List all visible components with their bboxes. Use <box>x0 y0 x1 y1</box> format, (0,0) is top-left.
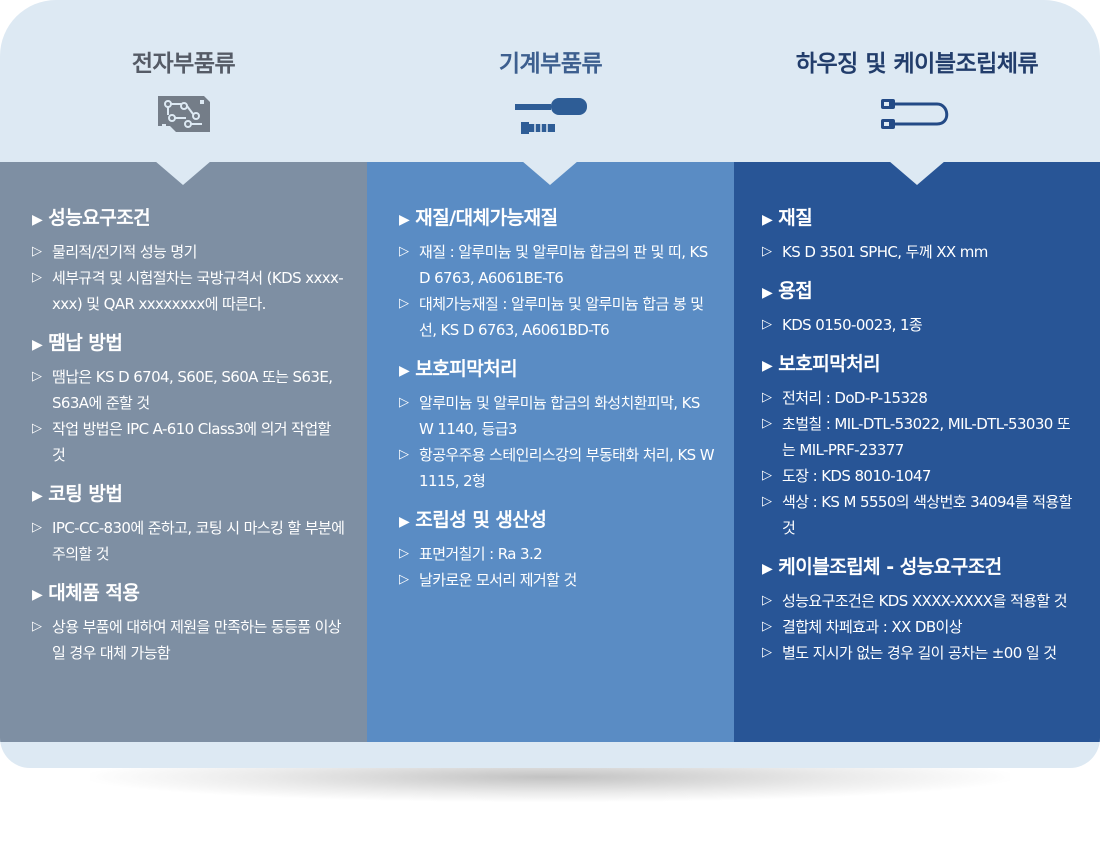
section-heading: 용접 <box>778 280 813 302</box>
list-item: ▷초벌칠 : MIL-DTL-53022, MIL-DTL-53030 또는 M… <box>762 411 1080 463</box>
arrow-bullet-icon: ▷ <box>762 619 772 634</box>
list-item: ▷땜납은 KS D 6704, S60E, S60A 또는 S63E, S63A… <box>32 364 347 416</box>
arrow-bullet-icon: ▷ <box>399 244 409 259</box>
arrow-bullet-icon: ▷ <box>399 296 409 311</box>
arrow-bullet-icon: ▷ <box>32 244 42 259</box>
arrow-bullet-icon: ▷ <box>32 520 42 535</box>
column-electronic: ▶ 성능요구조건 ▷물리적/전기적 성능 명기 ▷세부규격 및 시험절차는 국방규… <box>0 162 367 742</box>
triangle-bullet-icon: ▶ <box>32 212 43 228</box>
section-material: ▶ 재질 ▷KS D 3501 SPHC, 두께 XX mm <box>762 206 1080 265</box>
arrow-bullet-icon: ▷ <box>32 421 42 436</box>
arrow-bullet-icon: ▷ <box>762 645 772 660</box>
section-heading: 재질 <box>778 207 813 229</box>
header-title: 하우징 및 케이블조립체류 <box>795 51 1039 77</box>
list-item: ▷작업 방법은 IPC A-610 Class3에 의거 작업할 것 <box>32 416 347 468</box>
list-item: ▷KDS 0150-0023, 1종 <box>762 312 1080 338</box>
header-title: 전자부품류 <box>131 51 236 77</box>
section-heading: 보호피막처리 <box>415 358 518 380</box>
circuit-board-icon <box>156 94 212 140</box>
arrow-bullet-icon: ▷ <box>399 546 409 561</box>
section-soldering: ▶ 땜납 방법 ▷땜납은 KS D 6704, S60E, S60A 또는 S63… <box>32 331 347 468</box>
section-material: ▶ 재질/대체가능재질 ▷재질 : 알루미늄 및 알루미늄 합금의 판 및 띠, … <box>399 206 714 343</box>
arrow-bullet-icon: ▷ <box>762 244 772 259</box>
cable-icon <box>877 94 957 138</box>
list-item: ▷알루미늄 및 알루미늄 합금의 화성치환피막, KS W 1140, 등급3 <box>399 390 714 442</box>
list-item: ▷대체가능재질 : 알루미늄 및 알루미늄 합금 봉 및 선, KS D 676… <box>399 291 714 343</box>
triangle-bullet-icon: ▶ <box>762 358 773 374</box>
list-item: ▷전처리 : DoD-P-15328 <box>762 385 1080 411</box>
arrow-bullet-icon: ▷ <box>399 447 409 462</box>
spec-card: 전자부품류 기계부품류 <box>0 0 1100 768</box>
list-item: ▷KS D 3501 SPHC, 두께 XX mm <box>762 239 1080 265</box>
arrow-bullet-icon: ▷ <box>762 390 772 405</box>
list-item: ▷도장 : KDS 8010-1047 <box>762 463 1080 489</box>
section-assembly: ▶ 조립성 및 생산성 ▷표면거칠기 : Ra 3.2 ▷날카로운 모서리 제거할… <box>399 508 714 593</box>
arrow-bullet-icon: ▷ <box>32 270 42 285</box>
triangle-bullet-icon: ▶ <box>762 285 773 301</box>
section-heading: 코팅 방법 <box>48 483 123 505</box>
screwdriver-bolt-icon <box>513 94 589 142</box>
list-item: ▷세부규격 및 시험절차는 국방규격서 (KDS xxxx-xxx) 및 QAR… <box>32 265 347 317</box>
section-substitute: ▶ 대체품 적용 ▷상용 부품에 대하여 제원을 만족하는 동등품 이상일 경우 … <box>32 581 347 666</box>
column-housing-cable: ▶ 재질 ▷KS D 3501 SPHC, 두께 XX mm ▶ 용접 ▷KDS 0… <box>734 162 1100 742</box>
arrow-bullet-icon: ▷ <box>399 395 409 410</box>
list-item: ▷재질 : 알루미늄 및 알루미늄 합금의 판 및 띠, KS D 6763, … <box>399 239 714 291</box>
section-heading: 재질/대체가능재질 <box>415 207 558 229</box>
arrow-bullet-icon: ▷ <box>399 572 409 587</box>
triangle-bullet-icon: ▶ <box>32 488 43 504</box>
triangle-bullet-icon: ▶ <box>32 587 43 603</box>
section-protective-coating: ▶ 보호피막처리 ▷알루미늄 및 알루미늄 합금의 화성치환피막, KS W 11… <box>399 357 715 494</box>
list-item: ▷결합체 차페효과 : XX DB이상 <box>762 614 1080 640</box>
section-welding: ▶ 용접 ▷KDS 0150-0023, 1종 <box>762 279 1080 338</box>
arrow-bullet-icon: ▷ <box>762 593 772 608</box>
header-housing-cable: 하우징 및 케이블조립체류 <box>734 0 1100 162</box>
list-item: ▷날카로운 모서리 제거할 것 <box>399 567 714 593</box>
section-heading: 성능요구조건 <box>48 207 151 229</box>
arrow-bullet-icon: ▷ <box>762 494 772 509</box>
triangle-bullet-icon: ▶ <box>399 514 410 530</box>
list-item: ▷IPC-CC-830에 준하고, 코팅 시 마스킹 할 부분에 주의할 것 <box>32 515 347 567</box>
arrow-bullet-icon: ▷ <box>32 619 42 634</box>
header-pointer <box>889 161 945 185</box>
header-title: 기계부품류 <box>498 51 603 77</box>
arrow-bullet-icon: ▷ <box>762 416 772 431</box>
list-item: ▷표면거칠기 : Ra 3.2 <box>399 541 714 567</box>
section-heading: 땜납 방법 <box>48 332 123 354</box>
arrow-bullet-icon: ▷ <box>32 369 42 384</box>
section-heading: 보호피막처리 <box>778 353 881 375</box>
list-item: ▷색상 : KS M 5550의 색상번호 34094를 적용할 것 <box>762 489 1080 541</box>
list-item: ▷성능요구조건은 KDS XXXX-XXXX을 적용할 것 <box>762 588 1080 614</box>
section-protective-coating: ▶ 보호피막처리 ▷전처리 : DoD-P-15328 ▷초벌칠 : MIL-DT… <box>762 352 1080 541</box>
section-heading: 조립성 및 생산성 <box>415 509 547 531</box>
list-item: ▷별도 지시가 없는 경우 길이 공차는 ±00 일 것 <box>762 640 1080 666</box>
triangle-bullet-icon: ▶ <box>762 561 773 577</box>
section-performance: ▶ 성능요구조건 ▷물리적/전기적 성능 명기 ▷세부규격 및 시험절차는 국방규… <box>32 206 347 317</box>
section-heading: 케이블조립체 - 성능요구조건 <box>778 556 1002 578</box>
triangle-bullet-icon: ▶ <box>32 337 43 353</box>
section-cable-performance: ▶ 케이블조립체 - 성능요구조건 ▷성능요구조건은 KDS XXXX-XXXX을… <box>762 555 1080 666</box>
arrow-bullet-icon: ▷ <box>762 468 772 483</box>
arrow-bullet-icon: ▷ <box>762 317 772 332</box>
header-electronic: 전자부품류 <box>0 0 367 162</box>
header-pointer <box>522 161 578 185</box>
section-coating: ▶ 코팅 방법 ▷IPC-CC-830에 준하고, 코팅 시 마스킹 할 부분에 … <box>32 482 347 567</box>
triangle-bullet-icon: ▶ <box>399 212 410 228</box>
column-mechanical: ▶ 재질/대체가능재질 ▷재질 : 알루미늄 및 알루미늄 합금의 판 및 띠, … <box>367 162 734 742</box>
list-item: ▷상용 부품에 대하여 제원을 만족하는 동등품 이상일 경우 대체 가능함 <box>32 614 347 666</box>
list-item: ▷물리적/전기적 성능 명기 <box>32 239 347 265</box>
list-item: ▷항공우주용 스테인리스강의 부동태화 처리, KS W 1115, 2형 <box>399 442 715 494</box>
section-heading: 대체품 적용 <box>48 582 140 604</box>
header-mechanical: 기계부품류 <box>367 0 734 162</box>
triangle-bullet-icon: ▶ <box>762 212 773 228</box>
header-pointer <box>155 161 211 185</box>
triangle-bullet-icon: ▶ <box>399 363 410 379</box>
